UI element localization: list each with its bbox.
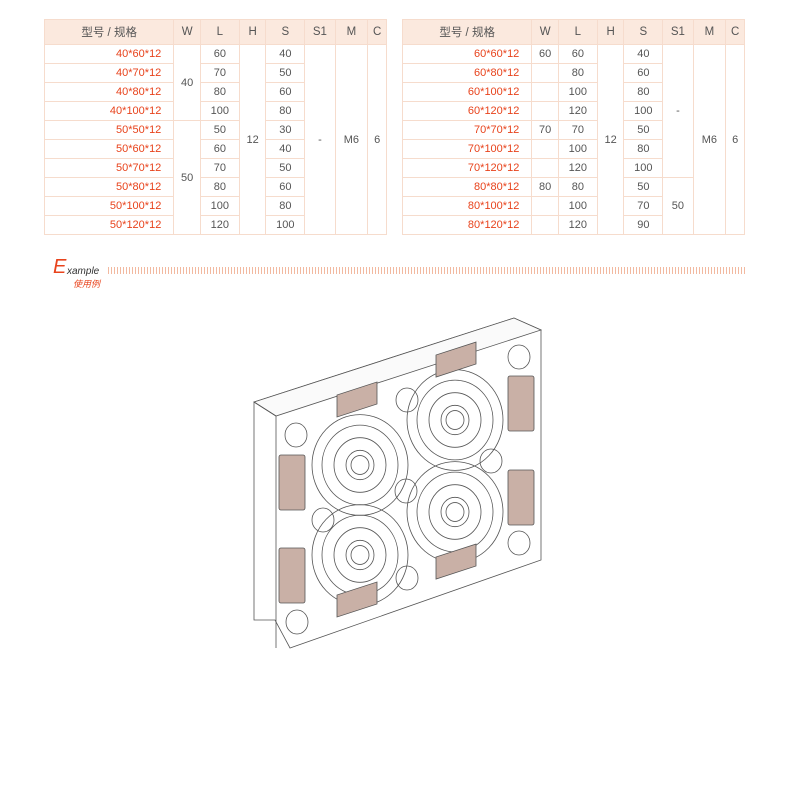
model-cell: 50*70*12 — [43, 158, 175, 178]
cavity-ring — [445, 410, 465, 430]
l-cell: 120 — [199, 215, 240, 235]
guide-pad — [336, 581, 378, 618]
model-cell: 50*120*12 — [43, 215, 175, 235]
cavity-ring — [445, 502, 465, 522]
column-header: M — [692, 19, 727, 45]
s-cell: 50 — [265, 63, 306, 83]
dotted-rule — [108, 267, 746, 274]
table-row: 50*120*12 120 100 — [43, 215, 387, 235]
cavity-ring — [345, 539, 375, 571]
guide-pad — [435, 341, 477, 378]
cavity-ring — [440, 404, 470, 436]
table-row: 80*120*12 120 90 — [401, 215, 745, 235]
m-cell: M6 — [334, 44, 369, 235]
s-cell: 100 — [623, 158, 664, 178]
example-letter: E — [53, 256, 67, 278]
cavity-ring — [350, 455, 370, 475]
l-cell: 100 — [557, 196, 598, 216]
column-header: H — [238, 19, 267, 45]
hole — [507, 530, 531, 556]
cavity-ring — [333, 527, 387, 583]
s-cell: 90 — [623, 215, 664, 235]
column-header: S1 — [304, 19, 336, 45]
hole — [285, 609, 309, 635]
l-cell: 50 — [199, 120, 240, 140]
l-cell: 100 — [557, 139, 598, 159]
m-cell: M6 — [692, 44, 727, 235]
column-header: S — [265, 19, 306, 45]
c-cell: 6 — [367, 44, 387, 235]
column-header: 型号 / 规格 — [401, 19, 533, 45]
cavity-ring — [440, 496, 470, 528]
guide-pad — [507, 375, 535, 432]
s-cell: 80 — [623, 139, 664, 159]
example-word: xample — [67, 266, 100, 277]
model-cell: 40*60*12 — [43, 44, 175, 64]
l-cell: 100 — [199, 196, 240, 216]
l-cell: 120 — [557, 215, 598, 235]
s1-cell: - — [662, 44, 694, 178]
hole — [311, 507, 335, 533]
column-header: C — [367, 19, 387, 45]
column-header: M — [334, 19, 369, 45]
s-cell: 70 — [623, 196, 664, 216]
hole — [395, 387, 419, 413]
s-cell: 100 — [265, 215, 306, 235]
cavity-ring — [428, 392, 482, 448]
column-header: C — [725, 19, 745, 45]
s1-cell: 50 — [662, 177, 694, 235]
l-cell: 80 — [199, 82, 240, 102]
guide-pad — [278, 454, 306, 511]
hole — [479, 448, 503, 474]
column-header: S — [623, 19, 664, 45]
hole — [394, 478, 418, 504]
model-cell: 80*80*12 — [401, 177, 533, 197]
w-cell: 40 — [173, 44, 201, 121]
cavity-ring — [345, 449, 375, 481]
w-cell: 60 — [531, 44, 559, 64]
hole — [284, 422, 308, 448]
guide-pad — [507, 469, 535, 526]
model-cell: 80*120*12 — [401, 215, 533, 235]
guide-pad — [435, 543, 477, 580]
hole — [507, 344, 531, 370]
cavity-ring — [333, 437, 387, 493]
column-header: 型号 / 规格 — [43, 19, 175, 45]
s-cell: 80 — [265, 101, 306, 121]
l-cell: 70 — [199, 158, 240, 178]
s-cell: 40 — [265, 139, 306, 159]
s1-cell: - — [304, 44, 336, 235]
cavity-ring — [416, 379, 494, 461]
column-header: L — [199, 19, 240, 45]
model-cell: 50*50*12 — [43, 120, 175, 140]
hole — [395, 565, 419, 591]
model-cell: 40*100*12 — [43, 101, 175, 121]
s-cell: 100 — [623, 101, 664, 121]
c-cell: 6 — [725, 44, 745, 235]
cavity-ring — [428, 484, 482, 540]
guide-pad — [336, 381, 378, 418]
s-cell: 30 — [265, 120, 306, 140]
cavity-ring — [350, 545, 370, 565]
guide-pad — [278, 547, 306, 604]
model-cell: 50*60*12 — [43, 139, 175, 159]
example-cn: 使用例 — [73, 279, 101, 289]
column-header: H — [596, 19, 625, 45]
